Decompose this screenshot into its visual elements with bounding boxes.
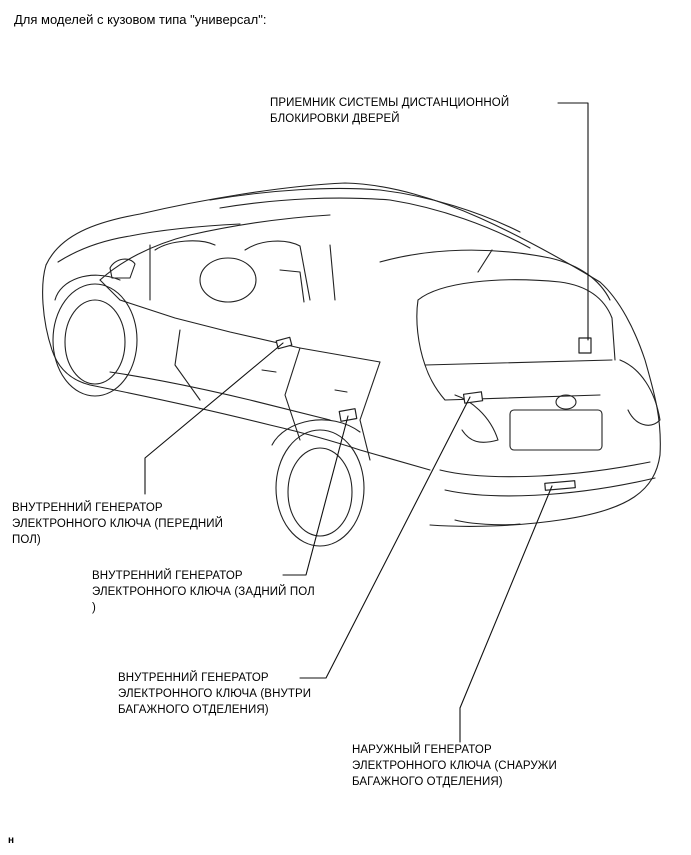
component-markers: [275, 336, 592, 491]
luggage-inside-leader-line: [299, 396, 471, 679]
receiver-leader-line: [557, 102, 589, 341]
front-floor-label-line2: ЭЛЕКТРОННОГО КЛЮЧА (ПЕРЕДНИЙ: [12, 518, 224, 530]
luggage-inside-label-line3: БАГАЖНОГО ОТДЕЛЕНИЯ): [118, 704, 269, 716]
rear-floor-label-line2: ЭЛЕКТРОННОГО КЛЮЧА (ЗАДНИЙ ПОЛ: [92, 586, 315, 598]
rear-floor-label-line1: ВНУТРЕННИЙ ГЕНЕРАТОР: [92, 570, 243, 582]
rear-floor-oscillator-icon: [338, 408, 358, 422]
luggage-outside-label-line1: НАРУЖНЫЙ ГЕНЕРАТОР: [352, 744, 492, 756]
figure-code: н: [8, 835, 15, 846]
luggage-outside-leader-line: [459, 485, 553, 743]
receiver-label: ПРИЕМНИК СИСТЕМЫ ДИСТАНЦИОННОЙ БЛОКИРОВК…: [270, 95, 509, 127]
leader-lines: [144, 102, 589, 743]
luggage-inside-label-line2: ЭЛЕКТРОННОГО КЛЮЧА (ВНУТРИ: [118, 688, 312, 700]
luggage-inside-label: ВНУТРЕННИЙ ГЕНЕРАТОР ЭЛЕКТРОННОГО КЛЮЧА …: [118, 670, 311, 718]
luggage-outside-label-line2: ЭЛЕКТРОННОГО КЛЮЧА (СНАРУЖИ: [352, 760, 557, 772]
rear-floor-label: ВНУТРЕННИЙ ГЕНЕРАТОР ЭЛЕКТРОННОГО КЛЮЧА …: [92, 568, 315, 616]
front-floor-leader-line: [144, 342, 284, 495]
receiver-label-line2: БЛОКИРОВКИ ДВЕРЕЙ: [270, 113, 400, 125]
luggage-outside-label: НАРУЖНЫЙ ГЕНЕРАТОР ЭЛЕКТРОННОГО КЛЮЧА (С…: [352, 742, 557, 790]
receiver-label-line1: ПРИЕМНИК СИСТЕМЫ ДИСТАНЦИОННОЙ: [270, 97, 510, 109]
front-floor-label: ВНУТРЕННИЙ ГЕНЕРАТОР ЭЛЕКТРОННОГО КЛЮЧА …: [12, 500, 223, 548]
vehicle-outline: [42, 182, 661, 547]
page-heading: Для моделей с кузовом типа "универсал":: [14, 12, 267, 27]
receiver-module-icon: [578, 337, 592, 354]
front-floor-label-line3: ПОЛ): [12, 534, 41, 546]
rear-floor-label-line3: ): [92, 602, 96, 614]
rear-floor-leader-line: [282, 415, 349, 576]
luggage-inside-label-line1: ВНУТРЕННИЙ ГЕНЕРАТОР: [118, 672, 269, 684]
luggage-inside-oscillator-icon: [462, 391, 484, 404]
luggage-outside-label-line3: БАГАЖНОГО ОТДЕЛЕНИЯ): [352, 776, 503, 788]
front-floor-label-line1: ВНУТРЕННИЙ ГЕНЕРАТОР: [12, 502, 163, 514]
luggage-outside-oscillator-icon: [544, 480, 576, 491]
